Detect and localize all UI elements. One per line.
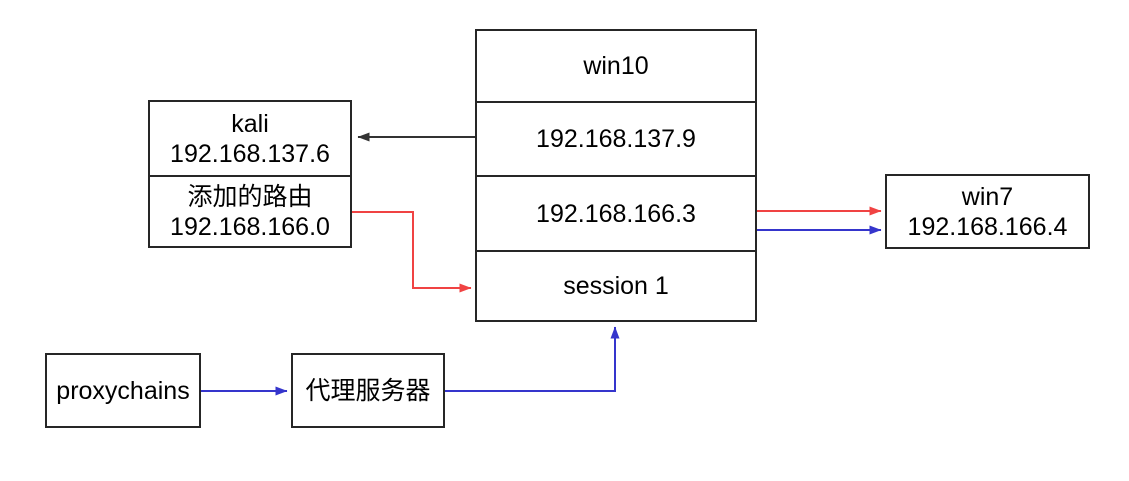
- win7-ip: 192.168.166.4: [907, 212, 1068, 241]
- win10-title: win10: [583, 52, 649, 80]
- proxy-server-label: 代理服务器: [305, 376, 431, 405]
- node-proxy-server: 代理服务器: [291, 353, 445, 428]
- kali-route-cell: 添加的路由 192.168.166.0: [150, 175, 350, 246]
- node-win10: win10 192.168.137.9 192.168.166.3 sessio…: [475, 29, 757, 322]
- arrow-kali-route-to-session: [352, 211, 472, 293]
- proxychains-label: proxychains: [56, 376, 190, 405]
- node-win7: win7 192.168.166.4: [885, 174, 1090, 249]
- kali-name: kali: [231, 109, 269, 138]
- kali-route-label: 添加的路由: [187, 182, 313, 211]
- win7-cell: win7 192.168.166.4: [887, 176, 1088, 247]
- node-proxychains: proxychains: [45, 353, 201, 428]
- kali-title-cell: kali 192.168.137.6: [150, 102, 350, 175]
- win10-ip-137: 192.168.137.9: [477, 101, 755, 175]
- win7-name: win7: [961, 182, 1014, 211]
- win10-session: session 1: [477, 250, 755, 320]
- kali-route-ip: 192.168.166.0: [170, 212, 330, 241]
- arrow-proxyserver-to-session: [445, 326, 620, 392]
- kali-ip: 192.168.137.6: [170, 139, 330, 168]
- node-kali: kali 192.168.137.6 添加的路由 192.168.166.0: [148, 100, 352, 248]
- win10-ip-166: 192.168.166.3: [477, 175, 755, 250]
